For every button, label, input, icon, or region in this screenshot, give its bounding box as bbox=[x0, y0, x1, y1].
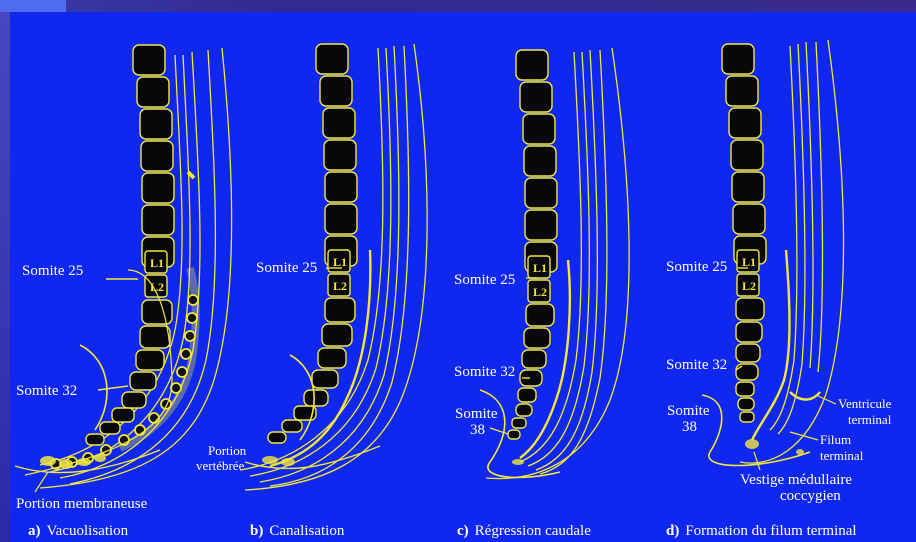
panel-d-vestige-label-1: Vestige médullaire bbox=[740, 472, 852, 488]
panel-a-vert-label-2: vertébrée bbox=[196, 458, 245, 473]
panel-d-filum-end bbox=[796, 449, 804, 455]
panel-b: L1 L2 Somite 25 b)Canalisation bbox=[240, 44, 427, 539]
panel-c-somite-32-label: Somite 32 bbox=[454, 364, 515, 380]
panel-c-level-2: L2 bbox=[533, 285, 547, 299]
panel-a-level-2: L2 bbox=[150, 280, 164, 294]
panel-a-somite-32-label: Somite 32 bbox=[16, 383, 77, 399]
panel-d-somite-25-label: Somite 25 bbox=[666, 259, 727, 275]
panel-b-level-2: L2 bbox=[333, 279, 347, 293]
panel-a-membrane-label: Portion membraneuse bbox=[16, 496, 148, 512]
panel-a-somites bbox=[86, 45, 174, 445]
panel-d-vestige-shape bbox=[745, 439, 759, 449]
panel-d-filum-pointer bbox=[790, 432, 818, 440]
panel-c-somite-38-label-a: Somite bbox=[455, 406, 498, 422]
panel-d-filum-label-2: terminal bbox=[820, 448, 864, 463]
panel-a: L1 L2 Somite 25 Somite 32 Portion vertéb… bbox=[15, 45, 247, 539]
panel-a-level-1: L1 bbox=[150, 256, 164, 270]
panel-d-somites bbox=[722, 44, 766, 422]
panel-d-somite-32-label: Somite 32 bbox=[666, 357, 727, 373]
panel-c-somite-25-label: Somite 25 bbox=[454, 272, 515, 288]
panel-c-somites bbox=[508, 50, 557, 439]
panel-d-level-2: L2 bbox=[742, 279, 756, 293]
panel-d-vestige-label-2: coccygien bbox=[780, 488, 841, 504]
panel-a-caption: a)Vacuolisation bbox=[28, 523, 129, 539]
panel-a-somite-25-label: Somite 25 bbox=[22, 263, 83, 279]
panel-a-somite-32-pointer bbox=[98, 386, 128, 390]
panel-c-caption: c)Régression caudale bbox=[457, 523, 591, 539]
panel-b-somite-25-label: Somite 25 bbox=[256, 260, 317, 276]
panel-a-curve bbox=[80, 345, 107, 430]
panel-b-level-1: L1 bbox=[333, 255, 347, 269]
panel-d-ventricule-pointer bbox=[818, 396, 836, 404]
panel-d-vestige-pointer bbox=[754, 452, 760, 470]
panel-c: L1 L2 Somite 25 Somite 32 Somite 38 c)Ré… bbox=[454, 48, 629, 539]
panel-a-membrane-pointer bbox=[35, 472, 48, 492]
panel-d-somite-38-label-b: 38 bbox=[682, 419, 697, 435]
panel-c-somite-38-label-b: 38 bbox=[470, 422, 485, 438]
panel-c-level-1: L1 bbox=[533, 261, 547, 275]
panel-d-ventricule-label-1: Ventricule bbox=[838, 396, 892, 411]
panel-a-vert-label-1: Portion bbox=[208, 443, 247, 458]
panel-d: L1 L2 Somite 25 Somite 32 Somite 38 Vent… bbox=[666, 40, 892, 539]
panel-d-caption: d)Formation du filum terminal bbox=[666, 523, 857, 539]
panel-d-somite-38-label-a: Somite bbox=[667, 403, 710, 419]
panel-d-level-1: L1 bbox=[742, 255, 756, 269]
panel-d-filum-label-1: Filum bbox=[820, 432, 851, 447]
panel-b-caption: b)Canalisation bbox=[250, 523, 345, 539]
panel-c-blobs bbox=[512, 459, 524, 465]
panel-c-somite-38-pointer bbox=[490, 428, 508, 434]
panel-d-ventricule-label-2: terminal bbox=[848, 412, 892, 427]
